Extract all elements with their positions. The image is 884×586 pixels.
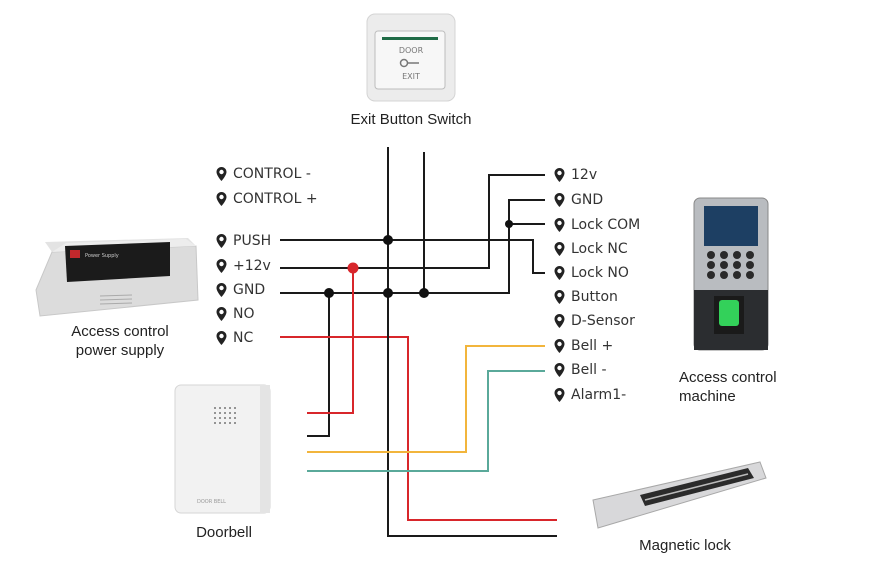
ps-terminal-push: PUSH xyxy=(216,231,271,251)
exit-button-switch-image: DOOR EXIT xyxy=(366,13,456,102)
terminal-label: NC xyxy=(233,330,254,346)
access-control-machine-image xyxy=(693,197,769,351)
terminal-label: PUSH xyxy=(233,233,272,249)
junction-dot xyxy=(383,288,393,298)
acm-terminal-alarm1-minus: Alarm1- xyxy=(554,385,626,405)
wire-bell-plus xyxy=(307,345,545,453)
map-marker-icon xyxy=(554,290,565,304)
junction-dot xyxy=(383,235,393,245)
wire-push-lockno xyxy=(280,239,545,274)
doorbell-caption: Doorbell xyxy=(196,524,252,541)
ps-terminal-control-minus: CONTROL - xyxy=(216,164,311,184)
wire-gnd-doorbell xyxy=(307,293,330,437)
exit-button-caption: Exit Button Switch xyxy=(350,111,472,128)
terminal-label: Lock NC xyxy=(571,241,628,257)
acm-terminal-bell-minus: Bell - xyxy=(554,360,607,380)
wire-nc-maglock xyxy=(280,336,557,521)
junction-dot xyxy=(505,220,513,228)
map-marker-icon xyxy=(554,388,565,402)
power-supply-label: Power Supply xyxy=(85,253,119,259)
junction-dot xyxy=(419,288,429,298)
access-machine-caption: Access control machine xyxy=(679,368,777,406)
map-marker-icon xyxy=(216,192,227,206)
junction-dot xyxy=(324,288,334,298)
map-marker-icon xyxy=(554,363,565,377)
wire-bell-minus xyxy=(307,370,545,472)
map-marker-icon xyxy=(554,266,565,280)
map-marker-icon xyxy=(216,259,227,273)
doorbell-image: DOOR BELL xyxy=(174,384,271,514)
exit-button-door-text: DOOR xyxy=(399,46,424,55)
map-marker-icon xyxy=(554,242,565,256)
wire-12v xyxy=(280,174,545,269)
terminal-label: CONTROL + xyxy=(233,191,318,207)
terminal-label: +12v xyxy=(233,258,271,274)
acm-terminal-lock-no: Lock NO xyxy=(554,263,629,283)
map-marker-icon xyxy=(554,314,565,328)
ps-terminal-nc: NC xyxy=(216,328,253,348)
map-marker-icon xyxy=(554,168,565,182)
map-marker-icon xyxy=(554,339,565,353)
acm-terminal-lock-nc: Lock NC xyxy=(554,239,628,259)
magnetic-lock-caption: Magnetic lock xyxy=(639,537,731,554)
terminal-label: D-Sensor xyxy=(571,313,635,329)
doorbell-label: DOOR BELL xyxy=(197,499,226,505)
map-marker-icon xyxy=(216,167,227,181)
power-supply-caption-line2: power supply xyxy=(75,342,165,359)
map-marker-icon xyxy=(554,218,565,232)
terminal-label: Bell + xyxy=(571,338,614,354)
terminal-label: CONTROL - xyxy=(233,166,311,182)
map-marker-icon xyxy=(216,234,227,248)
terminal-label: Lock COM xyxy=(571,217,641,233)
acm-terminal-gnd: GND xyxy=(554,190,603,210)
terminal-label: Button xyxy=(571,289,618,305)
terminal-label: GND xyxy=(571,192,604,208)
terminal-label: NO xyxy=(233,306,255,322)
acm-terminal-button: Button xyxy=(554,287,618,307)
power-supply-caption-line1: Access control xyxy=(71,323,169,340)
acm-terminal-bell-plus: Bell + xyxy=(554,336,613,356)
power-supply-caption: Access control power supply xyxy=(40,322,200,360)
ps-terminal-gnd: GND xyxy=(216,280,265,300)
wire-gnd xyxy=(280,199,545,294)
ps-terminal-12v: +12v xyxy=(216,256,271,276)
ps-terminal-no: NO xyxy=(216,304,255,324)
access-machine-caption-line2: machine xyxy=(679,388,736,405)
terminal-label: GND xyxy=(233,282,266,298)
power-supply-image: Power Supply xyxy=(35,238,199,317)
map-marker-icon xyxy=(216,307,227,321)
wire-12v-doorbell xyxy=(307,268,354,414)
map-marker-icon xyxy=(216,331,227,345)
junction-dot xyxy=(347,262,359,274)
map-marker-icon xyxy=(216,283,227,297)
ps-terminal-control-plus: CONTROL + xyxy=(216,189,318,209)
acm-terminal-lock-com: Lock COM xyxy=(554,215,640,235)
terminal-label: 12v xyxy=(571,167,598,183)
access-machine-caption-line1: Access control xyxy=(679,369,777,386)
terminal-label: Alarm1- xyxy=(571,387,627,403)
map-marker-icon xyxy=(554,193,565,207)
acm-terminal-12v: 12v xyxy=(554,165,597,185)
magnetic-lock-image xyxy=(592,461,767,529)
terminal-label: Bell - xyxy=(571,362,607,378)
exit-button-exit-text: EXIT xyxy=(402,72,420,81)
terminal-label: Lock NO xyxy=(571,265,629,281)
wire-gnd-maglock xyxy=(387,293,557,537)
acm-terminal-d-sensor: D-Sensor xyxy=(554,311,635,331)
